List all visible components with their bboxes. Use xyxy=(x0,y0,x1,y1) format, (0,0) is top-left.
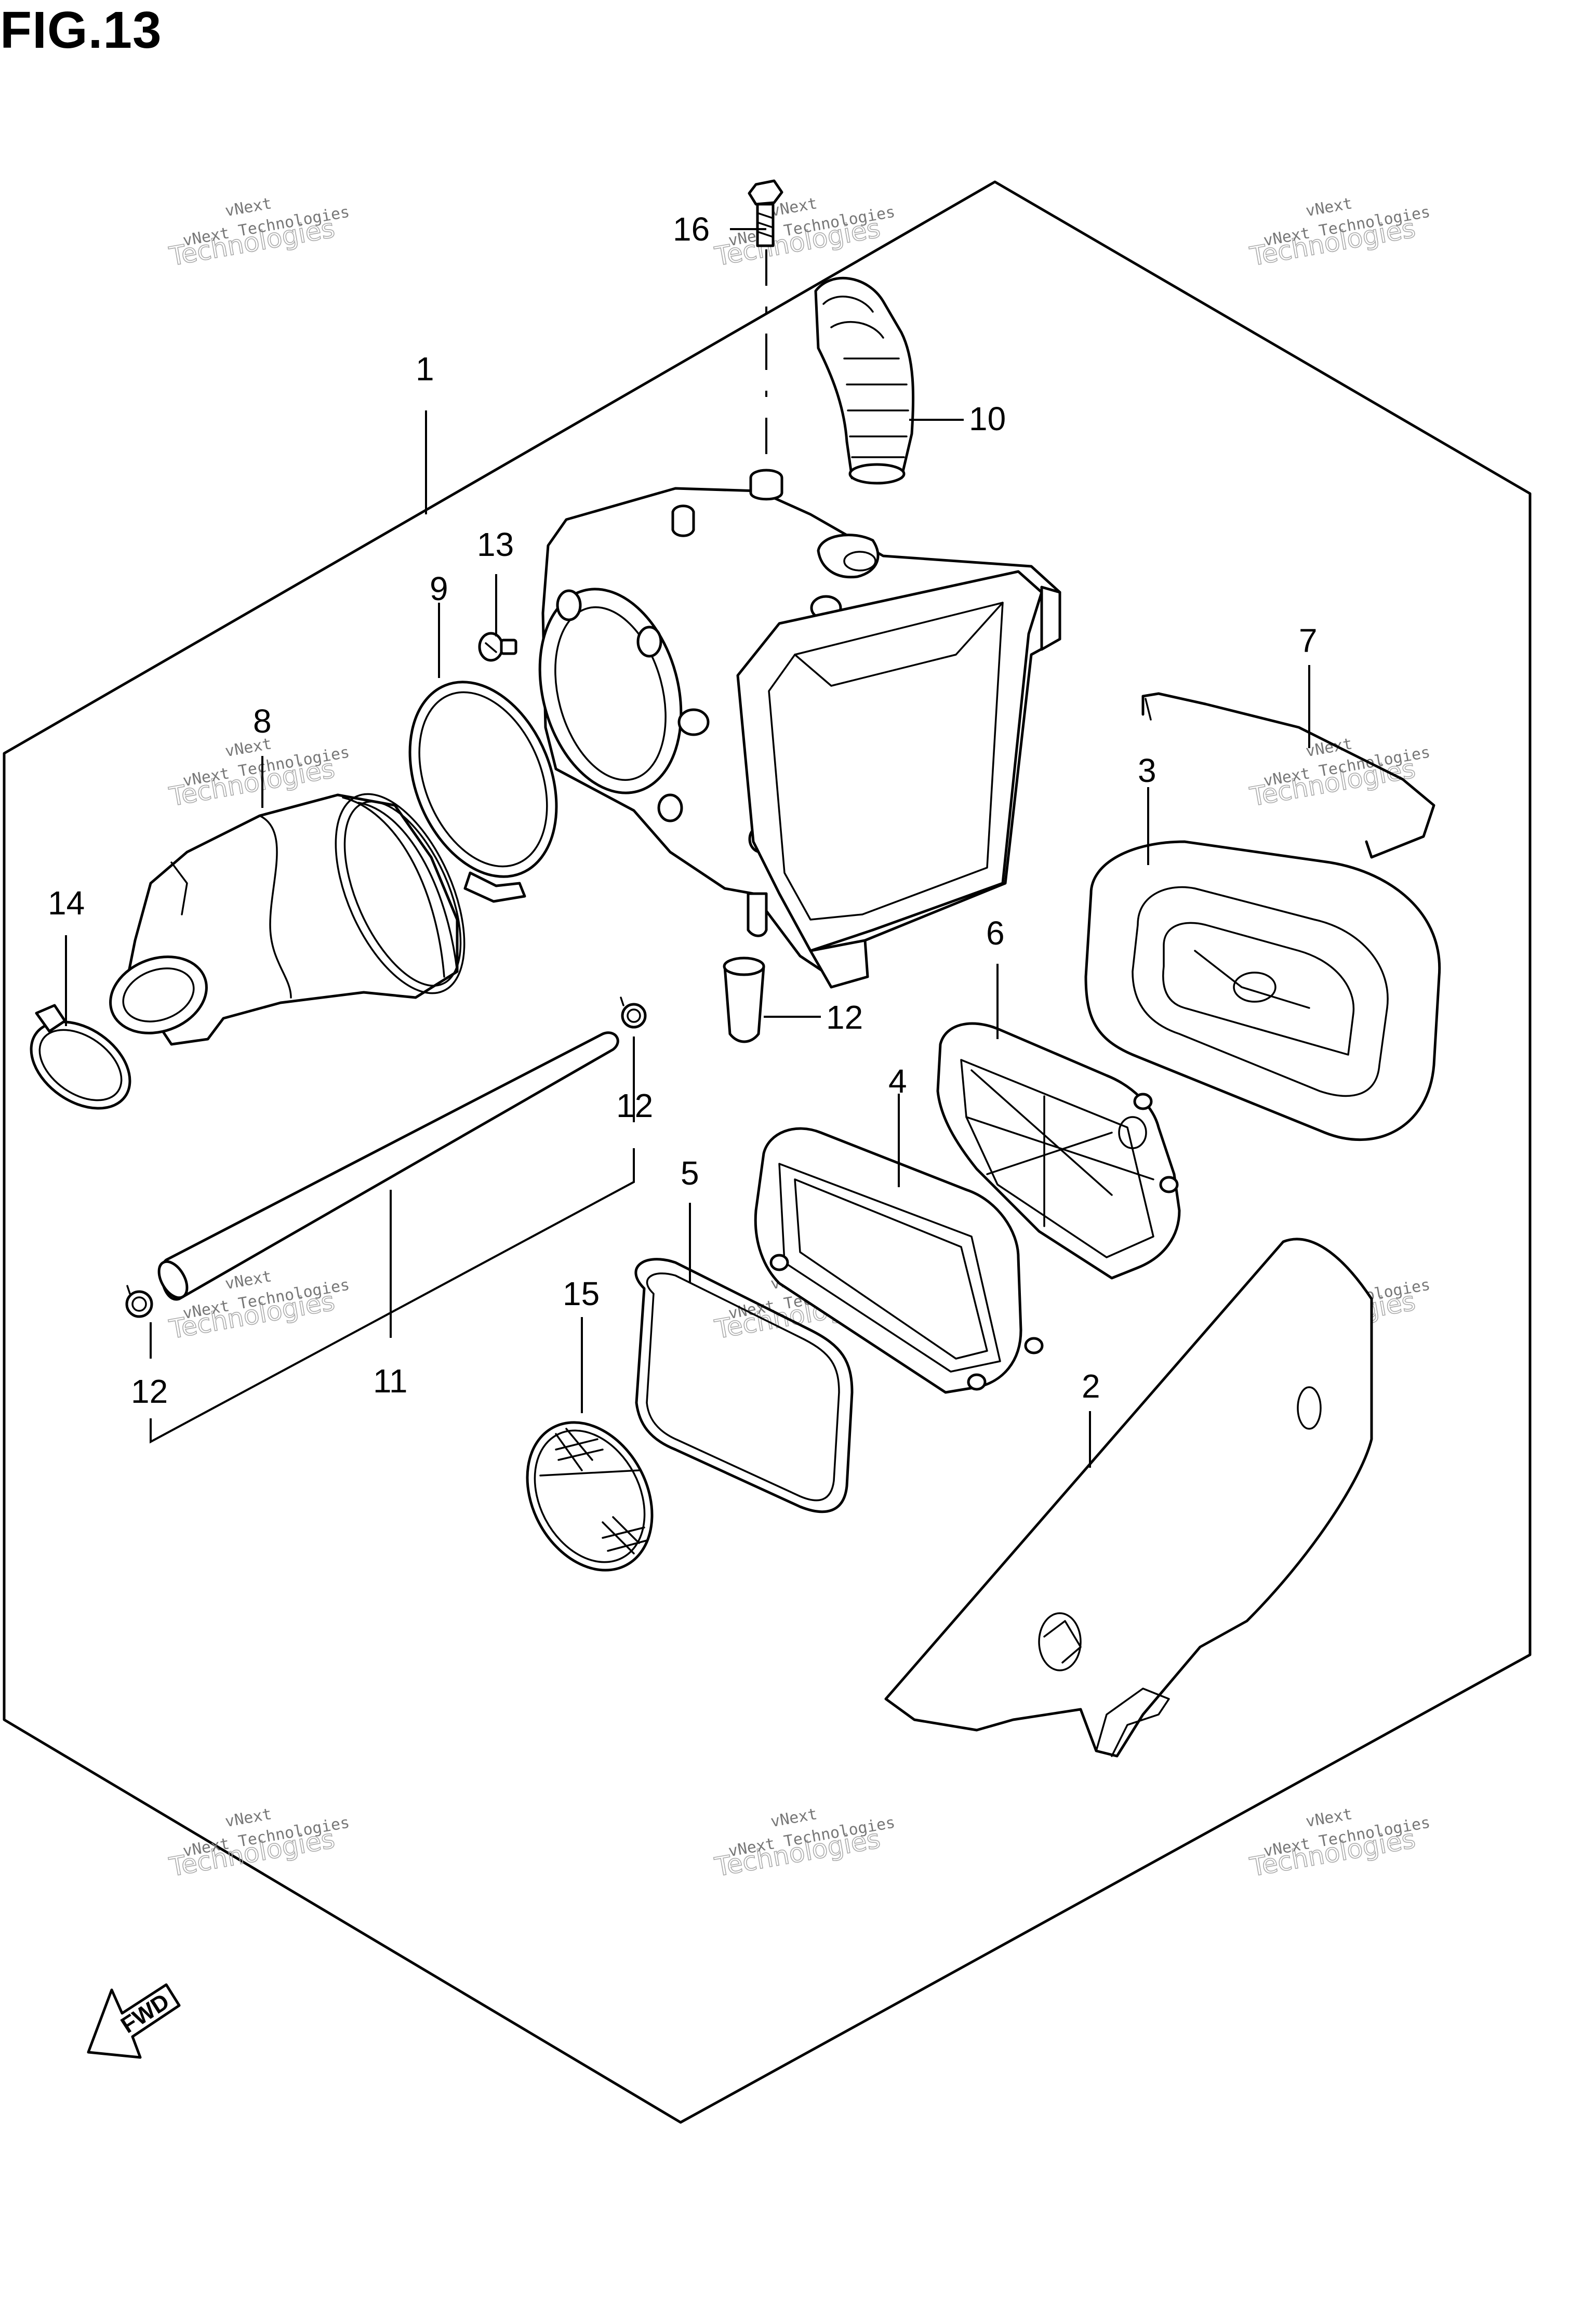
callout-10: 10 xyxy=(969,400,1006,437)
watermark: vNext Technologies vNext Technologies xyxy=(1247,1805,1431,1883)
callout-12-upper: 12 xyxy=(616,1087,653,1124)
part-1-air-cleaner-case xyxy=(538,469,1061,989)
callout-labels: 16 10 1 13 9 8 7 3 6 14 4 12 12 5 15 2 1… xyxy=(48,210,1318,1410)
part-3-filter-element xyxy=(1084,840,1441,1141)
callout-11: 11 xyxy=(373,1362,407,1400)
callout-13: 12 xyxy=(826,999,863,1036)
assembly-boundary xyxy=(3,180,1532,2124)
svg-text:vNext: vNext xyxy=(1305,194,1354,220)
callout-16: 15 xyxy=(563,1275,600,1312)
part-9-clamp xyxy=(408,681,558,903)
part-6-filter-holder xyxy=(936,1022,1181,1280)
part-12-clip-lower xyxy=(125,1285,153,1318)
svg-text:vNext: vNext xyxy=(769,1805,819,1831)
fwd-arrow-icon: FWD xyxy=(87,1983,181,2059)
callout-2: 2 xyxy=(1082,1367,1100,1405)
part-5-gasket xyxy=(634,1258,854,1513)
svg-text:vNext: vNext xyxy=(1305,1805,1354,1831)
svg-text:vNext: vNext xyxy=(224,1267,273,1293)
part-8-intake-boot xyxy=(109,793,466,1046)
callout-7: 7 xyxy=(1299,622,1318,659)
callout-4: 4 xyxy=(888,1062,907,1100)
page-title: FIG.13 xyxy=(0,1,162,59)
watermark: vNext Technologies vNext Technologies xyxy=(1247,735,1431,813)
watermark: vNext Technologies vNext Technologies xyxy=(166,1805,351,1883)
watermark: vNext Technologies vNext Technologies xyxy=(166,194,351,272)
callout-17: 16 xyxy=(673,210,710,248)
leader-lines xyxy=(65,228,1310,1468)
part-7-wire-hook xyxy=(1141,692,1435,859)
callout-15: 14 xyxy=(48,884,85,922)
watermark: vNext Technologies vNext Technologies xyxy=(712,1805,896,1883)
part-13-drain-plug xyxy=(723,956,765,1043)
part-4-seal-frame xyxy=(754,1127,1044,1394)
part-14-screw xyxy=(478,632,517,662)
part-2-side-cover xyxy=(884,1238,1373,1758)
svg-text:vNext: vNext xyxy=(224,194,273,220)
part-12-clip-upper xyxy=(620,996,647,1029)
callout-14: 13 xyxy=(477,526,514,563)
watermark: vNext Technologies vNext Technologies xyxy=(1247,194,1431,272)
svg-text:vNext: vNext xyxy=(224,1805,273,1831)
svg-text:vNext: vNext xyxy=(1305,735,1354,761)
callout-3: 3 xyxy=(1138,752,1156,789)
callout-9: 9 xyxy=(430,570,448,607)
part-16-screen xyxy=(526,1421,654,1572)
callout-5: 5 xyxy=(681,1154,699,1192)
part-11-hose xyxy=(157,1031,619,1301)
callout-1: 1 xyxy=(416,350,434,388)
watermark: vNext Technologies vNext Technologies xyxy=(712,194,896,272)
part-17-bolt xyxy=(748,179,783,478)
callout-8: 8 xyxy=(253,702,272,740)
part-10-breather-hose xyxy=(814,276,915,485)
callout-6: 6 xyxy=(986,914,1005,952)
callout-12-lower: 12 xyxy=(131,1373,168,1410)
